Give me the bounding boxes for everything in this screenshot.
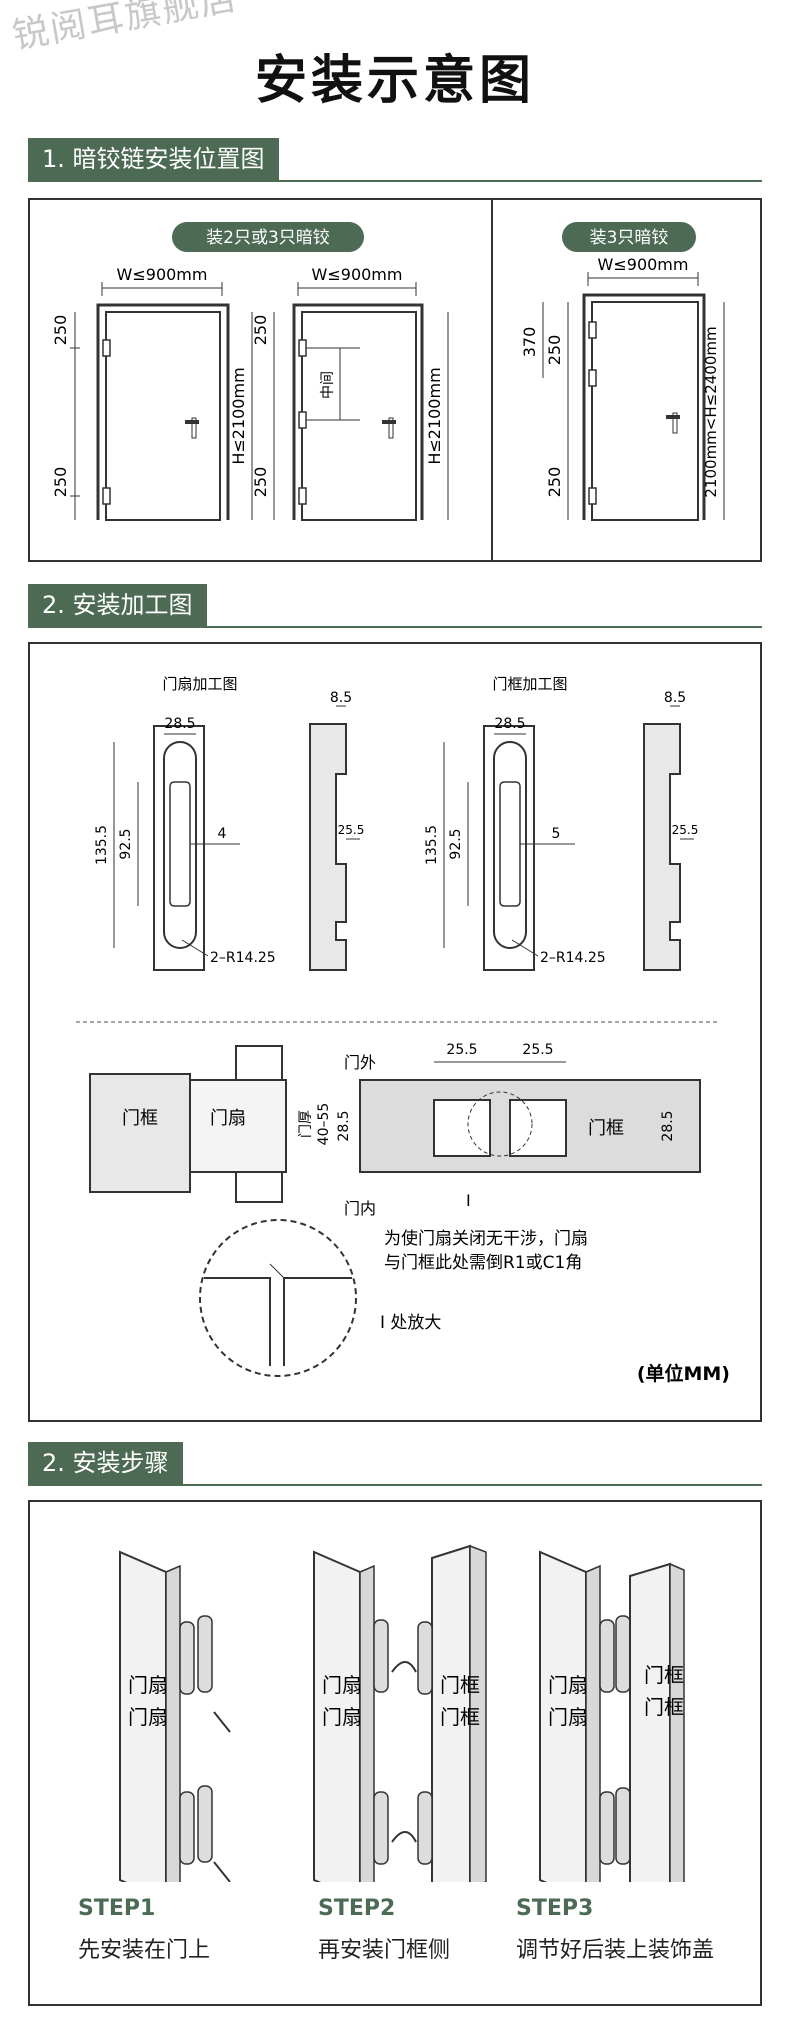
step2-desc: 再安装门框侧 [318, 1938, 451, 1963]
svg-text:门扇: 门扇 [548, 1705, 588, 1729]
step2-label: STEP2 [318, 1896, 396, 1921]
unit-label: (单位MM) [637, 1362, 730, 1385]
svg-text:2100mm<H≤2400mm: 2100mm<H≤2400mm [702, 326, 720, 497]
svg-text:5: 5 [552, 826, 561, 842]
svg-text:门框: 门框 [440, 1673, 480, 1697]
svg-text:135.5: 135.5 [424, 825, 440, 865]
svg-text:250: 250 [251, 315, 270, 346]
svg-text:W≤900mm: W≤900mm [117, 265, 208, 284]
note-line1: 为使门扇关闭无干涉，门扇 [384, 1228, 588, 1249]
leaf-machining-drawing: 28.5 135.5 92.5 4 2–R14.25 8.5 25.5 [94, 690, 365, 971]
svg-text:40–55: 40–55 [316, 1103, 332, 1146]
svg-text:92.5: 92.5 [448, 828, 464, 859]
step3-label: STEP3 [516, 1896, 594, 1921]
step3-desc: 调节好后装上装饰盖 [516, 1938, 715, 1963]
svg-text:中间: 中间 [320, 371, 336, 399]
svg-text:门内: 门内 [344, 1199, 376, 1218]
svg-text:28.5: 28.5 [164, 716, 195, 732]
section3-divider [28, 1484, 762, 1486]
svg-text:2–R14.25: 2–R14.25 [210, 950, 276, 966]
svg-text:25.5: 25.5 [446, 1042, 477, 1058]
svg-text:门扇: 门扇 [322, 1673, 362, 1697]
svg-text:250: 250 [251, 467, 270, 498]
pill-right: 装3只暗铰 [590, 228, 669, 248]
svg-text:25.5: 25.5 [338, 823, 365, 837]
svg-text:W≤900mm: W≤900mm [598, 255, 689, 274]
hinge-position-panel: 装2只或3只暗铰 装3只暗铰 W≤900mm 250 250 H≤2100mm … [28, 198, 762, 562]
svg-text:370: 370 [520, 327, 539, 358]
page-title: 安装示意图 [254, 51, 535, 111]
section2-divider [28, 626, 762, 628]
svg-text:28.5: 28.5 [660, 1110, 676, 1141]
door-three-hinges-middle: W≤900mm 中间 250 250 H≤2100mm [251, 265, 449, 521]
frame-machining-title: 门框加工图 [492, 675, 567, 693]
svg-text:250: 250 [545, 467, 564, 498]
section1-divider [28, 180, 762, 182]
svg-text:W≤900mm: W≤900mm [312, 265, 403, 284]
svg-text:H≤2100mm: H≤2100mm [425, 367, 444, 464]
step1-desc: 先安装在门上 [78, 1938, 211, 1963]
svg-text:H≤2100mm: H≤2100mm [229, 367, 248, 464]
section1-header: 1. 暗铰链安装位置图 [28, 138, 279, 180]
leaf-machining-title: 门扇加工图 [162, 675, 237, 693]
hinge-position-diagram: 装2只或3只暗铰 装3只暗铰 W≤900mm 250 250 H≤2100mm … [51, 200, 725, 560]
door-three-hinges-tall: W≤900mm 370 250 250 2100mm<H≤2400mm [520, 255, 725, 521]
cross-section-drawing: 门框 门扇 门外 门内 门厚 40–55 28.5 25.5 25.5 I 门框… [89, 1042, 701, 1218]
svg-text:门扇: 门扇 [210, 1108, 246, 1129]
note-line2: 与门框此处需倒R1或C1角 [384, 1253, 582, 1273]
svg-text:8.5: 8.5 [330, 690, 352, 706]
svg-text:250: 250 [51, 467, 70, 498]
svg-text:250: 250 [51, 315, 70, 346]
step3-illustration: 门扇 门扇 门框 门框 [539, 1550, 685, 1906]
svg-text:250: 250 [545, 335, 564, 366]
section2-header: 2. 安装加工图 [28, 584, 207, 626]
door-two-hinges: W≤900mm 250 250 H≤2100mm [51, 265, 253, 521]
svg-text:门外: 门外 [344, 1053, 376, 1072]
svg-text:门扇: 门扇 [128, 1705, 168, 1729]
svg-text:门框: 门框 [644, 1663, 684, 1687]
frame-machining-drawing: 28.5 135.5 92.5 5 2–R14.25 8.5 25.5 [424, 690, 699, 971]
step1-label: STEP1 [78, 1896, 156, 1921]
machining-diagram: 门扇加工图 门框加工图 28.5 135.5 92.5 4 2–R14.25 8… [76, 675, 730, 1385]
step2-illustration: 门扇 门扇 门框 门框 [313, 1544, 487, 1902]
svg-text:门框: 门框 [644, 1695, 684, 1719]
svg-text:门框: 门框 [588, 1118, 624, 1139]
enlarged-detail: 为使门扇关闭无干涉，门扇 与门框此处需倒R1或C1角 I 处放大 [199, 1219, 588, 1377]
svg-text:92.5: 92.5 [118, 828, 134, 859]
svg-text:2–R14.25: 2–R14.25 [540, 950, 606, 966]
section3-header: 2. 安装步骤 [28, 1442, 183, 1484]
svg-text:28.5: 28.5 [336, 1110, 352, 1141]
svg-text:门厚: 门厚 [298, 1110, 314, 1138]
machining-panel: 门扇加工图 门框加工图 28.5 135.5 92.5 4 2–R14.25 8… [28, 642, 762, 1422]
svg-text:4: 4 [218, 826, 227, 842]
svg-text:8.5: 8.5 [664, 690, 686, 706]
svg-text:I: I [466, 1191, 471, 1210]
steps-panel: 门扇 门扇 门扇 门扇 门框 门框 [28, 1500, 762, 2006]
pill-left: 装2只或3只暗铰 [206, 228, 330, 248]
steps-illustration: 门扇 门扇 门扇 门扇 门框 门框 [119, 1544, 685, 1906]
svg-text:门扇: 门扇 [548, 1673, 588, 1697]
svg-text:门框: 门框 [440, 1705, 480, 1729]
svg-text:门扇: 门扇 [322, 1705, 362, 1729]
svg-text:25.5: 25.5 [522, 1042, 553, 1058]
svg-text:28.5: 28.5 [494, 716, 525, 732]
enlarge-label: I 处放大 [380, 1313, 441, 1333]
svg-text:135.5: 135.5 [94, 825, 110, 865]
step1-illustration: 门扇 门扇 [119, 1550, 231, 1902]
svg-text:门框: 门框 [122, 1108, 158, 1129]
svg-text:门扇: 门扇 [128, 1673, 168, 1697]
svg-text:25.5: 25.5 [672, 823, 699, 837]
